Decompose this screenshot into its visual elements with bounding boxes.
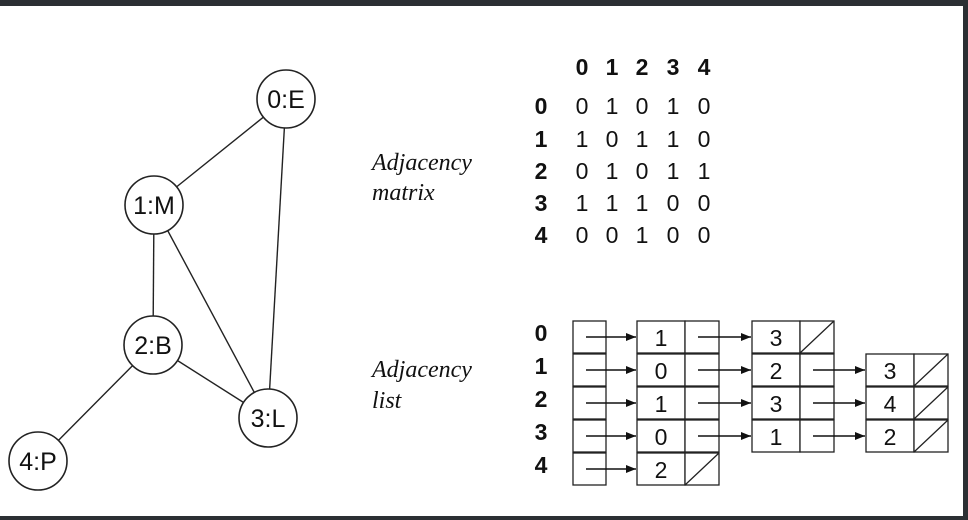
matrix-cell-1-1: 0 (606, 126, 619, 152)
matrix-caption-line2: matrix (372, 180, 435, 206)
matrix-cell-4-3: 0 (667, 222, 680, 248)
list-node-value-cell-2-2 (865, 386, 915, 420)
matrix-cell-4-0: 0 (576, 222, 589, 248)
matrix-cell-3-4: 0 (698, 190, 711, 216)
list-node-value-cell-3-1 (751, 419, 801, 453)
matrix-cell-0-1: 1 (606, 93, 619, 119)
matrix-cell-3-0: 1 (576, 190, 589, 216)
list-node-value-0-1: 3 (770, 325, 783, 351)
list-row-label-1: 1 (535, 353, 548, 379)
list-node-value-3-2: 2 (884, 424, 897, 450)
list-node-value-3-0: 0 (655, 424, 668, 450)
matrix-row-header-3: 3 (535, 190, 548, 216)
matrix-cell-0-3: 1 (667, 93, 680, 119)
list-node-value-cell-1-2 (865, 353, 915, 387)
list-node-value-cell-0-1 (751, 320, 801, 354)
list-row-label-3: 3 (535, 419, 548, 445)
matrix-row-header-0: 0 (535, 93, 548, 119)
list-node-value-4-0: 2 (655, 457, 668, 483)
list-row-label-2: 2 (535, 386, 548, 412)
matrix-row-header-4: 4 (535, 222, 548, 248)
list-null-slash-4 (684, 452, 720, 486)
list-null-slash-3 (913, 419, 949, 453)
graph-node-label-3: 3:L (251, 405, 286, 433)
graph-edge-0-3 (267, 98, 287, 419)
list-node-value-cell-1-0 (636, 353, 686, 387)
graph-node-label-1: 1:M (133, 192, 175, 220)
matrix-cell-2-1: 1 (606, 158, 619, 184)
graph-node-label-4: 4:P (19, 448, 57, 476)
list-caption-line2: list (372, 388, 402, 414)
list-node-value-cell-2-1 (751, 386, 801, 420)
graph-node-2 (123, 315, 183, 375)
matrix-col-header-3: 3 (667, 54, 680, 80)
list-node-value-1-1: 2 (770, 358, 783, 384)
list-node-value-1-2: 3 (884, 358, 897, 384)
matrix-cell-3-1: 1 (606, 190, 619, 216)
matrix-cell-3-2: 1 (636, 190, 649, 216)
list-caption-line1: Adjacency (372, 357, 472, 383)
matrix-cell-1-2: 1 (636, 126, 649, 152)
matrix-row-header-1: 1 (535, 126, 548, 152)
matrix-col-header-0: 0 (576, 54, 589, 80)
graph-node-1 (124, 175, 184, 235)
graph-node-label-2: 2:B (134, 332, 172, 360)
matrix-cell-1-4: 0 (698, 126, 711, 152)
list-node-value-2-2: 4 (884, 391, 897, 417)
list-node-value-cell-0-0 (636, 320, 686, 354)
matrix-cell-0-2: 0 (636, 93, 649, 119)
graph-node-0 (256, 69, 316, 129)
list-node-value-2-0: 1 (655, 391, 668, 417)
graph-node-label-0: 0:E (267, 86, 305, 114)
list-node-value-2-1: 3 (770, 391, 783, 417)
list-null-slash-2 (913, 386, 949, 420)
list-node-value-0-0: 1 (655, 325, 668, 351)
matrix-row-header-2: 2 (535, 158, 548, 184)
matrix-cell-2-0: 0 (576, 158, 589, 184)
matrix-cell-2-3: 1 (667, 158, 680, 184)
matrix-cell-1-0: 1 (576, 126, 589, 152)
matrix-col-header-4: 4 (698, 54, 711, 80)
matrix-cell-2-2: 0 (636, 158, 649, 184)
matrix-cell-4-1: 0 (606, 222, 619, 248)
list-row-label-0: 0 (535, 320, 548, 346)
matrix-cell-3-3: 0 (667, 190, 680, 216)
graph-node-4 (8, 431, 68, 491)
list-null-slash-0 (799, 320, 835, 354)
matrix-cell-2-4: 1 (698, 158, 711, 184)
list-row-label-4: 4 (535, 452, 548, 478)
matrix-col-header-2: 2 (636, 54, 649, 80)
matrix-cell-0-4: 0 (698, 93, 711, 119)
list-node-value-3-1: 1 (770, 424, 783, 450)
list-null-slash-1 (913, 353, 949, 387)
matrix-cell-1-3: 1 (667, 126, 680, 152)
matrix-cell-4-4: 0 (698, 222, 711, 248)
graph-edge-1-3 (153, 204, 269, 419)
list-node-value-1-0: 0 (655, 358, 668, 384)
graph-node-3 (238, 388, 298, 448)
matrix-col-header-1: 1 (606, 54, 619, 80)
matrix-cell-0-0: 0 (576, 93, 589, 119)
matrix-caption-line1: Adjacency (372, 150, 472, 176)
matrix-cell-4-2: 1 (636, 222, 649, 248)
